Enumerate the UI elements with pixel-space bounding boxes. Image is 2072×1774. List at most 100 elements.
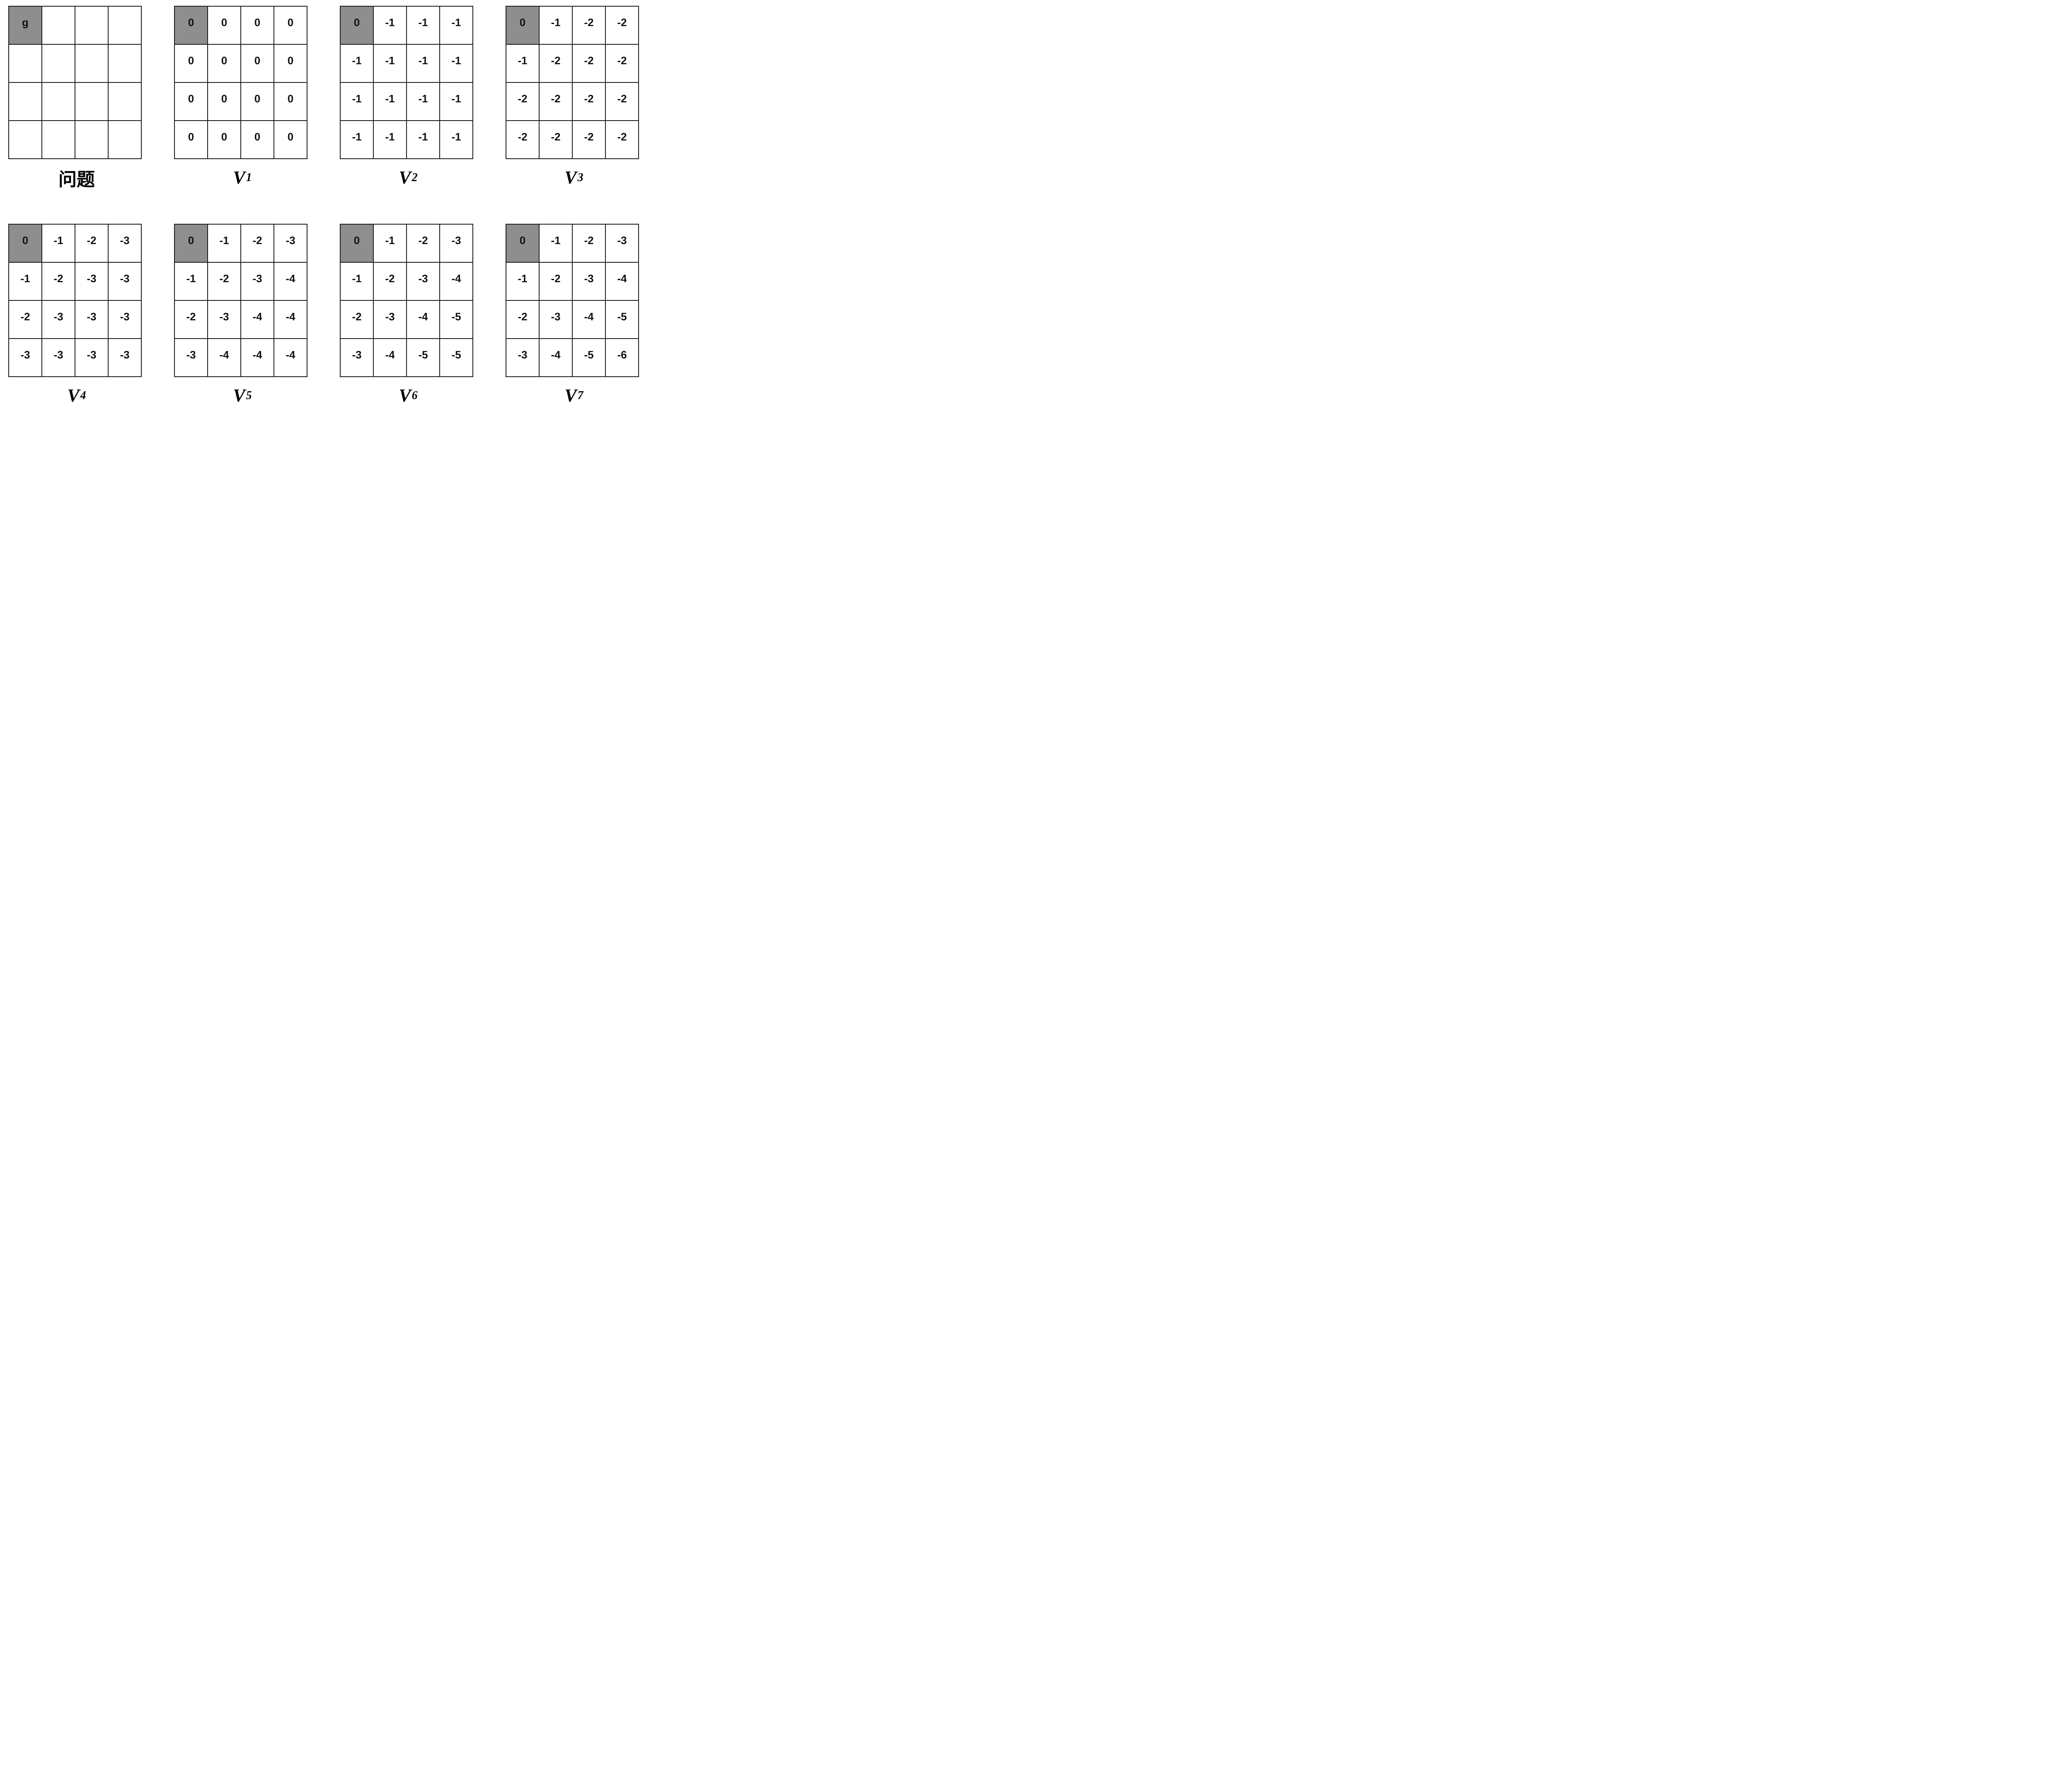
grid-cell: -4 (274, 338, 307, 377)
value-grid-v4: 0-1-2-3-1-2-3-3-2-3-3-3-3-3-3-3 (8, 224, 142, 377)
grid-row: 0-1-2-3 (340, 224, 473, 263)
grid-row: -2-2-2-2 (506, 82, 639, 121)
grid-cell: -2 (605, 82, 639, 121)
grid-cell: -3 (207, 300, 241, 339)
grid-cell (8, 82, 42, 121)
grid-cell: -4 (373, 338, 407, 377)
grid-cell: -2 (539, 262, 573, 301)
grid-cell: -4 (439, 262, 473, 301)
grid-cell: -1 (373, 6, 407, 45)
grid-cell (41, 120, 75, 159)
grid-cell: 0 (274, 6, 307, 45)
grid-row: 0-1-2-3 (174, 224, 307, 263)
panel-label-problem: 问题 (58, 169, 95, 190)
grid-cell: -1 (539, 224, 573, 263)
grid-cell (75, 82, 109, 121)
value-grid-v6: 0-1-2-3-1-2-3-4-2-3-4-5-3-4-5-5 (340, 224, 473, 377)
goal-cell: 0 (174, 6, 208, 45)
grid-cell: -6 (605, 338, 639, 377)
grid-cell: -3 (240, 262, 274, 301)
grid-cell: 0 (207, 6, 241, 45)
value-grid-v2: 0-1-1-1-1-1-1-1-1-1-1-1-1-1-1-1 (340, 6, 473, 159)
grid-cell: -3 (41, 338, 75, 377)
grid-cell: -3 (406, 262, 440, 301)
grid-row: -2-2-2-2 (506, 120, 639, 159)
grid-cell: -2 (539, 44, 573, 83)
grid-cell: -2 (605, 44, 639, 83)
grid-row: -3-4-5-6 (506, 338, 639, 377)
grid-row: -1-2-2-2 (506, 44, 639, 83)
goal-cell: g (8, 6, 42, 45)
grid-cell: -1 (439, 44, 473, 83)
label-subscript: 6 (411, 389, 418, 402)
grid-cell: -2 (506, 120, 540, 159)
grid-cell: -3 (605, 224, 639, 263)
grid-cell: -1 (340, 82, 374, 121)
grid-cell: -4 (539, 338, 573, 377)
grid-row: -1-1-1-1 (340, 120, 473, 159)
grid-cell (108, 6, 142, 45)
grid-row (8, 120, 142, 159)
grid-row: 0-1-1-1 (340, 6, 473, 45)
grid-cell: -3 (539, 300, 573, 339)
grid-cell: -4 (240, 338, 274, 377)
label-base: V (399, 385, 411, 406)
grid-cell: -3 (274, 224, 307, 263)
grid-row: g (8, 6, 142, 45)
goal-cell: 0 (8, 224, 42, 263)
grid-cell: -1 (406, 82, 440, 121)
grid-row: -3-3-3-3 (8, 338, 142, 377)
grid-cell: 0 (240, 120, 274, 159)
grid-cell: -3 (75, 262, 109, 301)
grid-cell: -1 (506, 44, 540, 83)
grid-cell: -2 (572, 120, 606, 159)
grid-cell: -1 (373, 120, 407, 159)
grid-cell: -1 (207, 224, 241, 263)
grid-cell: -1 (340, 262, 374, 301)
grid-cell: 0 (274, 44, 307, 83)
grid-row: 0-1-2-2 (506, 6, 639, 45)
grid-cell: 0 (207, 82, 241, 121)
grid-row: -1-2-3-4 (340, 262, 473, 301)
label-subscript: 7 (577, 389, 583, 402)
label-subscript: 3 (577, 171, 583, 184)
grid-cell: -3 (174, 338, 208, 377)
grid-cell: -3 (572, 262, 606, 301)
grid-cell: -2 (539, 82, 573, 121)
grid-cell: -2 (506, 82, 540, 121)
grid-cell: -2 (605, 6, 639, 45)
grid-row: -3-4-5-5 (340, 338, 473, 377)
grid-cell: -2 (8, 300, 42, 339)
grid-row: -1-1-1-1 (340, 44, 473, 83)
grid-cell: -4 (406, 300, 440, 339)
grid-cell (75, 6, 109, 45)
grid-cell: 0 (174, 82, 208, 121)
goal-cell: 0 (340, 224, 374, 263)
grid-cell: -5 (406, 338, 440, 377)
grid-cell: -3 (75, 338, 109, 377)
grid-row: -1-2-3-4 (506, 262, 639, 301)
grid-cell: -4 (240, 300, 274, 339)
label-base: V (564, 385, 577, 406)
label-base: V (233, 385, 245, 406)
label-subscript: 1 (246, 171, 252, 184)
grid-cell: -1 (41, 224, 75, 263)
grid-cell: -5 (572, 338, 606, 377)
grid-cell: -3 (506, 338, 540, 377)
grid-cell: -2 (174, 300, 208, 339)
grid-cell (41, 44, 75, 83)
grid-cell: 0 (274, 82, 307, 121)
grid-cell: -3 (108, 300, 142, 339)
